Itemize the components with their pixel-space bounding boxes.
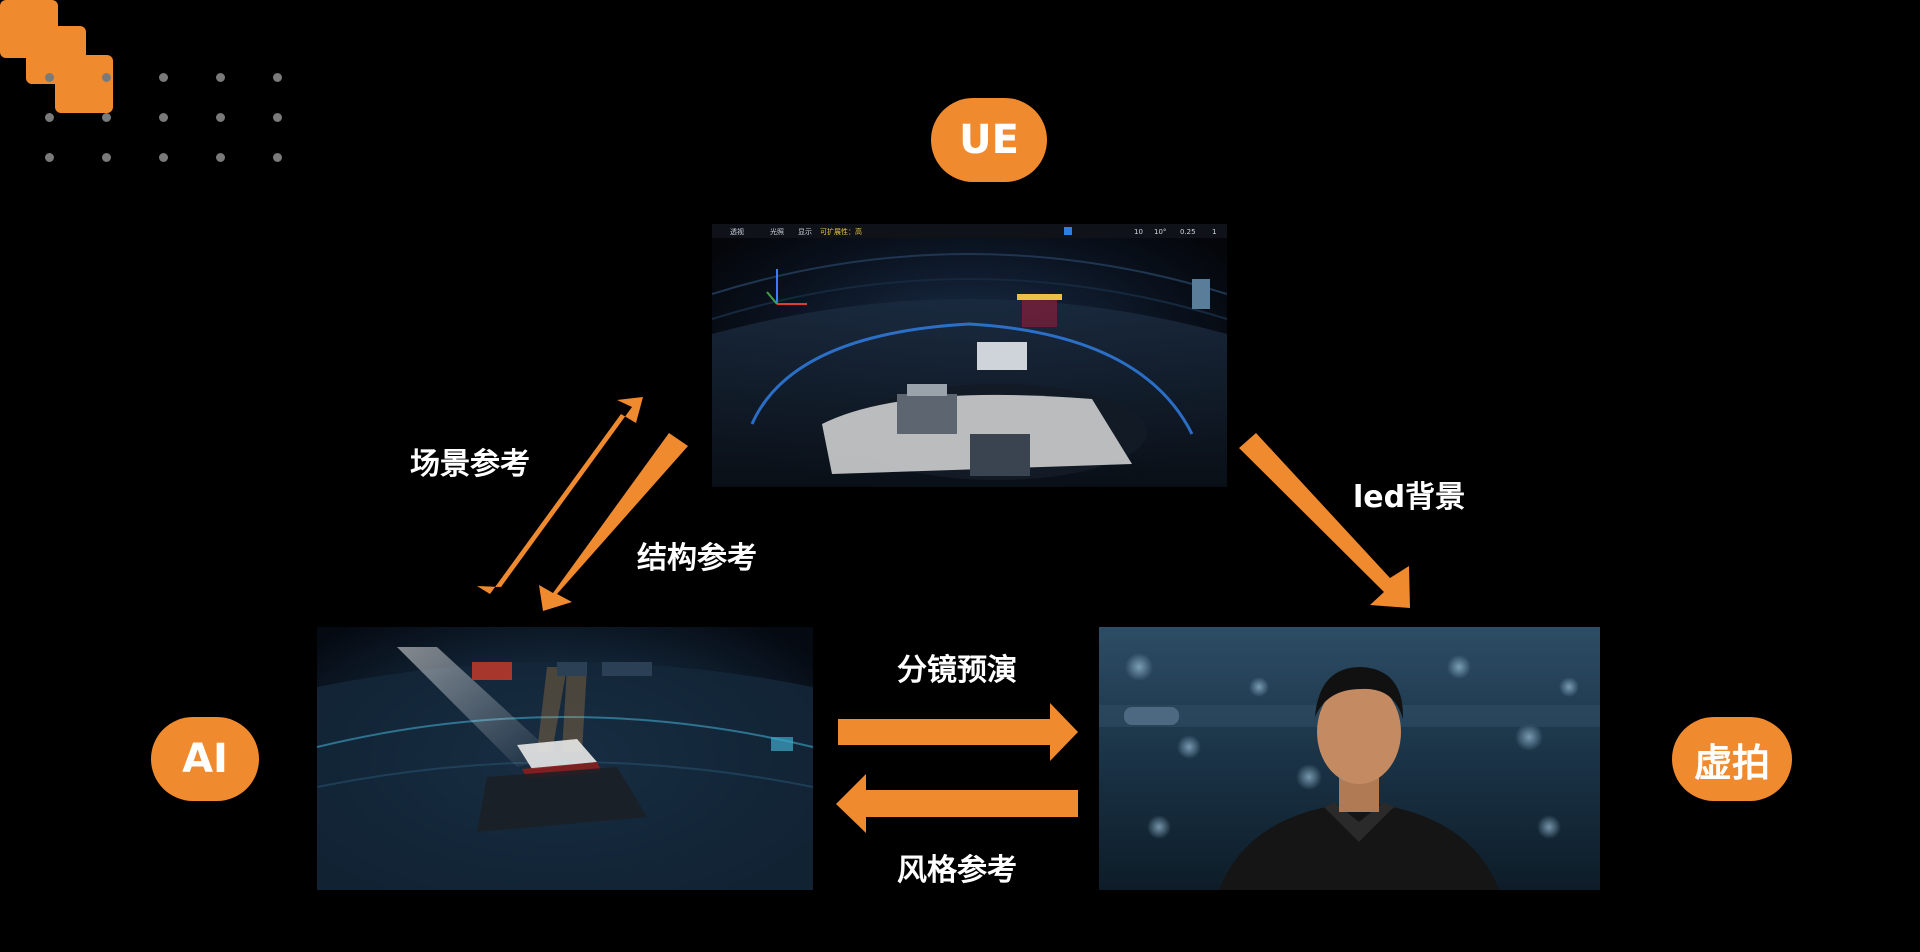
node-virtual-label: 虚拍 xyxy=(1693,740,1770,785)
virtual-shoot-graphic xyxy=(1099,627,1600,890)
ue-toolbar-scalability[interactable]: 可扩展性：高 xyxy=(820,227,862,236)
node-ai-label: AI xyxy=(182,736,228,782)
ue-toolbar-snap-scale[interactable]: 0.25 xyxy=(1180,228,1196,236)
label-led-bg: led背景 xyxy=(1353,480,1466,515)
arrow-led-bg xyxy=(1239,433,1410,608)
label-scene-ref: 场景参考 xyxy=(410,447,530,482)
ue-viewport-image: 透视 光照 显示 可扩展性：高 10 10° 0.25 1 xyxy=(712,224,1227,487)
arrow-structure-ref xyxy=(539,433,688,611)
node-ue: UE xyxy=(931,98,1047,182)
virtual-shoot-image xyxy=(1099,627,1600,890)
ue-toolbar-lit[interactable]: 光照 xyxy=(770,227,784,236)
ai-arena-graphic xyxy=(317,627,813,890)
ue-toolbar-perspective[interactable]: 透视 xyxy=(730,227,744,236)
ue-toolbar-snap-angle[interactable]: 10° xyxy=(1154,228,1166,236)
node-ue-label: UE xyxy=(959,117,1019,163)
arrow-storyboard xyxy=(838,703,1078,761)
label-structure-ref: 结构参考 xyxy=(637,541,757,576)
node-virtual: 虚拍 xyxy=(1672,717,1792,801)
node-ai: AI xyxy=(151,717,259,801)
ai-arena-image xyxy=(317,627,813,890)
ue-toolbar-camera-speed[interactable]: 1 xyxy=(1212,228,1216,236)
arrow-style-ref xyxy=(836,774,1078,833)
ue-toolbar-snap-grid[interactable]: 10 xyxy=(1134,228,1143,236)
arrow-scene-ref xyxy=(477,397,643,594)
label-style-ref: 风格参考 xyxy=(897,853,1017,888)
label-storyboard: 分镜预演 xyxy=(897,653,1017,688)
ue-scene-graphic: 透视 光照 显示 可扩展性：高 10 10° 0.25 1 xyxy=(712,224,1227,487)
ue-toolbar-show[interactable]: 显示 xyxy=(798,228,812,236)
